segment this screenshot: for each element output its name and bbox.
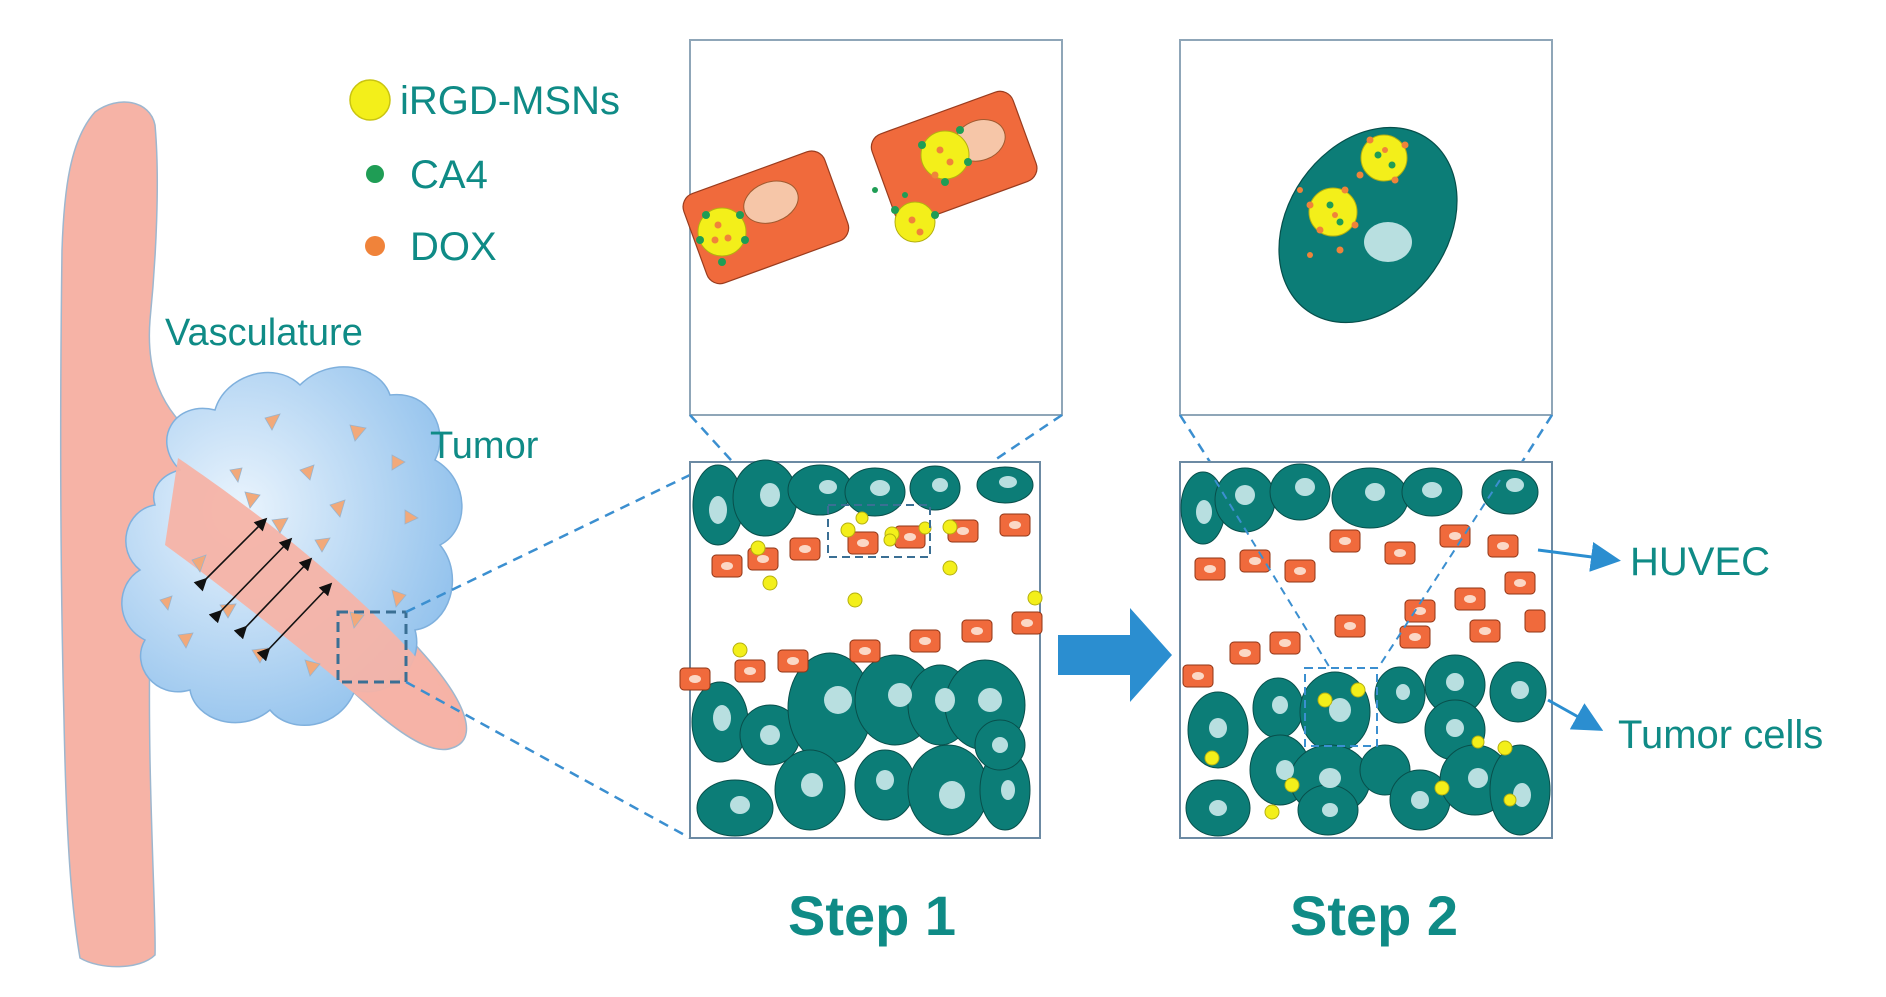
legend-label-irgd-msns: iRGD-MSNs [400, 79, 620, 123]
legend-ca4-icon [366, 165, 384, 183]
legend: iRGD-MSNs CA4 DOX [349, 79, 620, 269]
step2-tumor-cell [1278, 126, 1458, 324]
step1-nanoparticles [732, 511, 1043, 658]
step1-nanoparticle [920, 130, 970, 180]
vasculature-label: Vasculature [165, 312, 363, 354]
step1-nanoparticle [894, 201, 936, 243]
zoom-line-top [405, 473, 691, 614]
tumor-cells-pointer-arrow [1547, 698, 1604, 731]
diffusion-arrows [193, 517, 333, 662]
step2-nanoparticles [1204, 682, 1517, 820]
step1-label: Step 1 [788, 884, 956, 947]
step-transition-arrow [1058, 608, 1172, 702]
legend-dox-icon [365, 236, 385, 256]
step2-inner-zoom [1304, 667, 1378, 747]
tumor-label: Tumor [430, 425, 539, 467]
step2-nanoparticle [1308, 187, 1358, 237]
zoom-line-bottom [405, 680, 691, 840]
step2-label: Step 2 [1290, 884, 1458, 947]
tumor-cells-label: Tumor cells [1618, 713, 1823, 757]
legend-irgd-msns-icon [349, 79, 391, 121]
step1-nanoparticle [697, 207, 747, 257]
huvec-label: HUVEC [1630, 540, 1770, 584]
step2-nanoparticle [1360, 134, 1408, 182]
legend-label-dox: DOX [410, 225, 497, 269]
legend-label-ca4: CA4 [410, 153, 488, 197]
tumor-zoom-region [336, 610, 408, 684]
huvec-pointer-arrow [1537, 542, 1621, 572]
